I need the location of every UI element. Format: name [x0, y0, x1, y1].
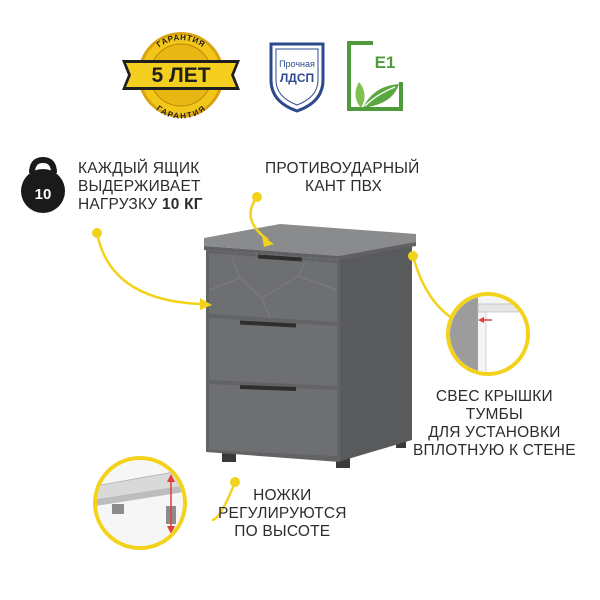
kettlebell-icon: 10 [21, 157, 65, 213]
overhang-line3: ДЛЯ УСТАНОВКИ [428, 424, 561, 441]
kettlebell-number: 10 [35, 186, 52, 203]
pvc-line1: ПРОТИВОУДАРНЫЙ [265, 160, 420, 177]
overhang-line1: СВЕС КРЫШКИ [435, 388, 553, 405]
e1-eco-icon: E1 [347, 40, 413, 111]
cabinet-side [338, 240, 412, 462]
weight-caption: КАЖДЫЙ ЯЩИК ВЫДЕРЖИВАЕТ НАГРУЗКУ 10 КГ [78, 160, 203, 214]
drawer-3-handle [239, 385, 297, 391]
weight-line2: ВЫДЕРЖИВАЕТ [78, 178, 201, 195]
warranty-main: 5 ЛЕТ [151, 64, 210, 87]
ldsp-line1: Прочная [279, 59, 315, 69]
warranty-badge-icon: 5 ЛЕТ ГАРАНТИЯ ГАРАНТИЯ [122, 32, 240, 120]
legs-line3: ПО ВЫСОТЕ [234, 523, 331, 540]
legs-line1: НОЖКИ [253, 487, 312, 504]
drawer-1 [209, 253, 337, 322]
overhang-line2: ТУМБЫ [465, 406, 523, 423]
legs-detail [93, 456, 187, 550]
drawer-2-handle [239, 320, 297, 328]
overhang-line4: ВПЛОТНУЮ К СТЕНЕ [413, 442, 576, 459]
cabinet-top [204, 224, 416, 256]
pvc-line2: КАНТ ПВХ [305, 178, 383, 195]
weight-line3-prefix: НАГРУЗКУ [78, 196, 162, 213]
drawer-1-handle [257, 254, 303, 262]
ldsp-shield-icon: Прочная ЛДСП [269, 42, 325, 113]
legs-caption: НОЖКИ РЕГУЛИРУЮТСЯ ПО ВЫСОТЕ [218, 487, 347, 541]
legs-line2: РЕГУЛИРУЮТСЯ [218, 505, 347, 522]
e1-label: E1 [375, 53, 396, 72]
drawer-2 [209, 318, 337, 386]
leg-front-right [336, 458, 350, 468]
leg-front-left [222, 452, 236, 462]
leg-back-right [396, 440, 406, 448]
ldsp-line2: ЛДСП [280, 71, 314, 85]
overhang-connector [411, 255, 453, 320]
drawer-3 [209, 384, 337, 456]
weight-connector [95, 232, 201, 306]
overhang-detail [446, 292, 530, 376]
weight-line1: КАЖДЫЙ ЯЩИК [78, 160, 200, 177]
overhang-caption: СВЕС КРЫШКИ ТУМБЫ ДЛЯ УСТАНОВКИ ВПЛОТНУЮ… [413, 388, 576, 460]
pvc-caption: ПРОТИВОУДАРНЫЙ КАНТ ПВХ [265, 160, 420, 196]
legs-connector [211, 481, 237, 522]
weight-line3-bold: 10 КГ [161, 196, 203, 213]
